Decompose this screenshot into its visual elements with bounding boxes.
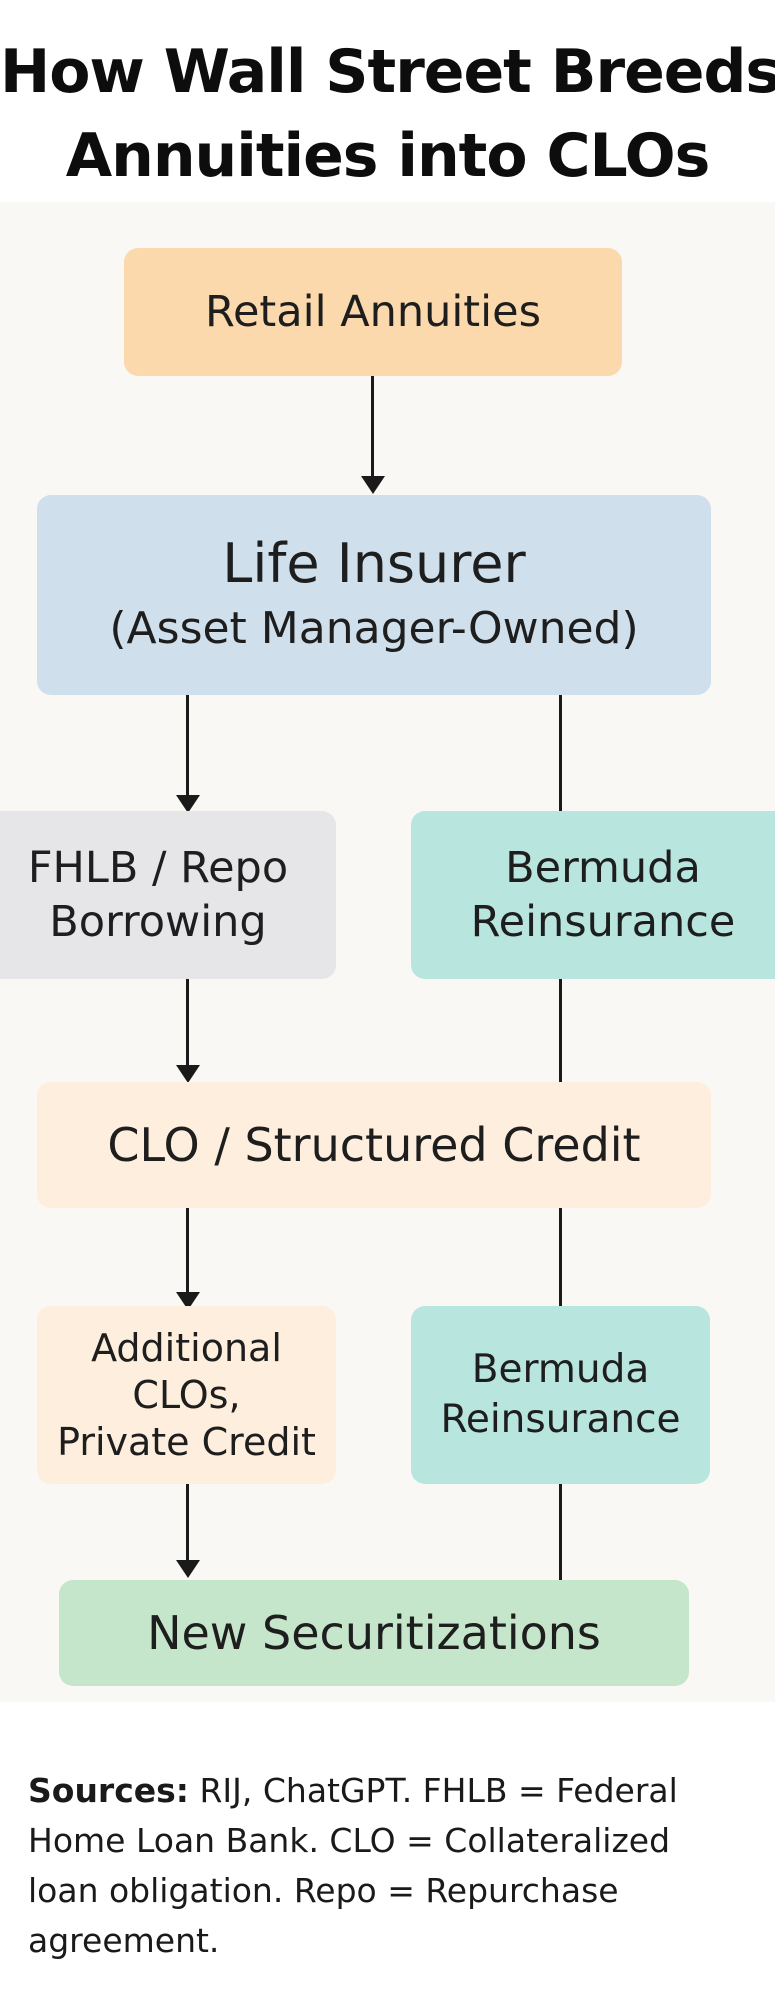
arrow-clo-to-additional [186, 1208, 189, 1304]
arrow-fhlb-to-clo [186, 979, 189, 1079]
life-insurer-node: Life Insurer (Asset Manager-Owned) [37, 495, 711, 695]
fhlb-repo-node: FHLB / Repo Borrowing [0, 811, 336, 979]
retail-annuities-node: Retail Annuities [124, 248, 622, 376]
bermuda-reinsurance-2-label: Bermuda [471, 1347, 650, 1392]
clo-structured-credit-label: CLO / Structured Credit [107, 1118, 641, 1172]
arrow-retail-to-insurer [371, 376, 374, 476]
new-securitizations-label: New Securitizations [147, 1606, 601, 1660]
clo-structured-credit-node: CLO / Structured Credit [37, 1082, 711, 1208]
arrowhead-clo-to-additional [176, 1292, 200, 1310]
bermuda-reinsurance-1-sublabel: Reinsurance [470, 897, 736, 947]
fhlb-repo-label: FHLB / Repo [27, 843, 289, 893]
arrowhead-fhlb-to-clo [176, 1065, 200, 1083]
line-clo-to-bermuda [559, 1208, 562, 1306]
line-insurer-to-bermuda [559, 695, 562, 811]
line-bermuda-to-securitizations [559, 1484, 562, 1580]
retail-annuities-label: Retail Annuities [205, 287, 541, 337]
additional-clos-line-1: Additional [91, 1325, 282, 1370]
additional-clos-line-2: CLOs, [132, 1372, 241, 1417]
bermuda-reinsurance-1-label: Bermuda [505, 843, 701, 893]
arrowhead-additional-to-securitizations [176, 1560, 200, 1578]
title-line-1: How Wall Street Breeds [0, 37, 775, 107]
sources-label: Sources: [28, 1771, 189, 1810]
life-insurer-sublabel: (Asset Manager-Owned) [109, 603, 639, 654]
line-bermuda-to-clo [559, 979, 562, 1082]
title-line-2: Annuities into CLOs [65, 121, 711, 191]
fhlb-repo-sublabel: Borrowing [49, 897, 267, 947]
page-title: How Wall Street Breeds Annuities into CL… [0, 30, 775, 198]
arrowhead-retail-to-insurer [361, 476, 385, 494]
sources-note: Sources: RIJ, ChatGPT. FHLB = Federal Ho… [28, 1766, 748, 1966]
life-insurer-label: Life Insurer [222, 532, 526, 595]
additional-clos-node: Additional CLOs, Private Credit [37, 1306, 336, 1484]
additional-clos-line-3: Private Credit [57, 1419, 316, 1464]
new-securitizations-node: New Securitizations [59, 1580, 689, 1686]
sources-text: RIJ, ChatGPT. FHLB = Federal Home Loan B… [28, 1771, 678, 1960]
bermuda-reinsurance-node-1: Bermuda Reinsurance [411, 811, 775, 979]
arrowhead-insurer-to-fhlb [176, 795, 200, 813]
bermuda-reinsurance-2-sublabel: Reinsurance [440, 1397, 681, 1442]
arrow-insurer-to-fhlb [186, 695, 189, 795]
bermuda-reinsurance-node-2: Bermuda Reinsurance [411, 1306, 710, 1484]
arrow-additional-to-securitizations [186, 1484, 189, 1570]
